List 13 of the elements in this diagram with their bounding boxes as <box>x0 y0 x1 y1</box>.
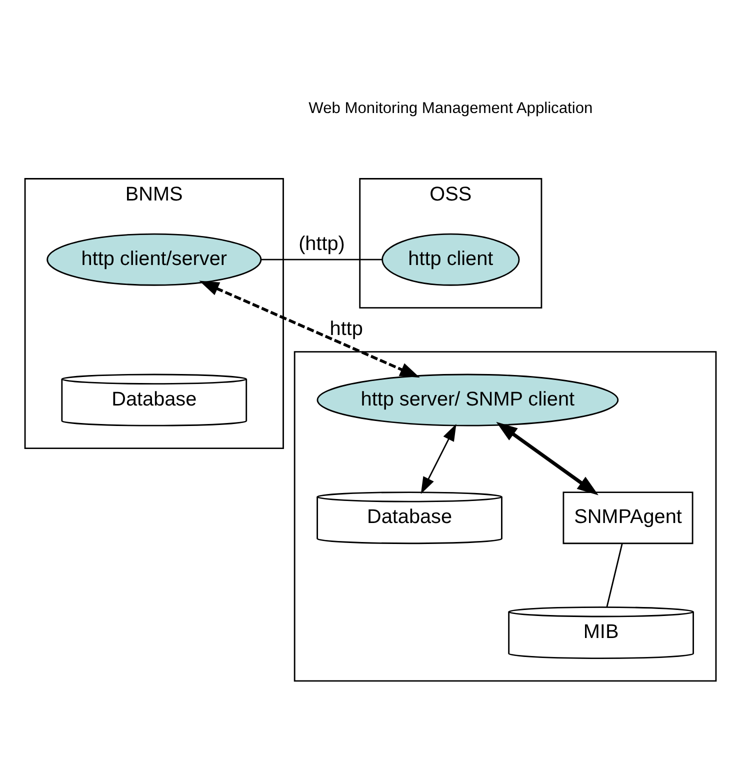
node-box: SNMPAgent <box>562 492 694 544</box>
connector <box>261 258 382 260</box>
node-ellipse: http client <box>382 233 520 286</box>
node-ellipse: http server/ SNMP client <box>316 374 619 426</box>
node-ellipse: http client/server <box>46 233 262 286</box>
cluster <box>294 351 717 682</box>
arrow <box>420 424 456 494</box>
arrow <box>496 422 598 496</box>
label: Web Monitoring Management Application <box>308 100 593 118</box>
edge-label: (http) <box>298 232 345 255</box>
edge-label: http <box>330 318 363 340</box>
arrow <box>199 280 420 378</box>
connector <box>606 543 623 608</box>
